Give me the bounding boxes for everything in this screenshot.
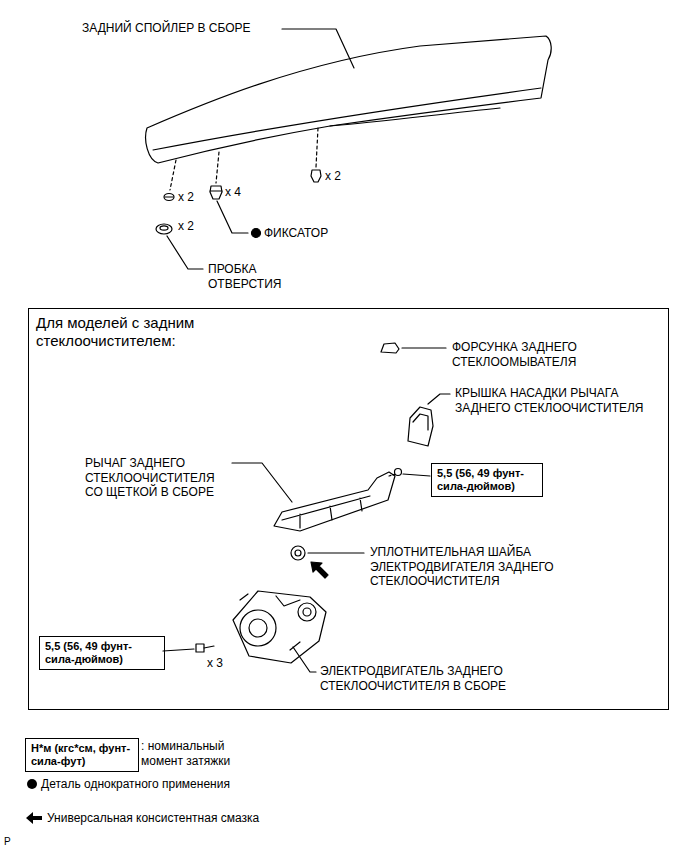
quantity-label: x 2 bbox=[325, 169, 341, 184]
clip bbox=[210, 186, 222, 199]
part-label: ЗАДНИЙ СПОЙЛЕР В СБОРЕ bbox=[82, 21, 251, 36]
grease-arrow bbox=[311, 562, 328, 578]
part-label: КРЫШКА НАСАДКИ РЫЧАГА ЗАДНЕГО СТЕКЛООЧИС… bbox=[455, 386, 645, 415]
clip bbox=[165, 196, 173, 197]
torque-box: 5,5 (56, 49 фунт-сила-дюймов) bbox=[431, 463, 543, 497]
wiper-motor bbox=[240, 610, 276, 646]
torque-value: 5,5 (56, 49 фунт-сила-дюймов) bbox=[437, 467, 537, 493]
single-use-swatch bbox=[25, 777, 41, 791]
leader-line bbox=[282, 29, 354, 68]
single-use-mark bbox=[252, 229, 261, 238]
wiper-motor bbox=[298, 603, 316, 621]
quantity-label: x 2 bbox=[178, 219, 194, 234]
dashed-line bbox=[170, 160, 176, 190]
dashed-line bbox=[216, 152, 219, 183]
part-label: РЫЧАГ ЗАДНЕГО СТЕКЛООЧИСТИТЕЛЯ СО ЩЕТКОЙ… bbox=[85, 456, 230, 500]
wiper-motor bbox=[240, 594, 300, 650]
spoiler-edge bbox=[153, 88, 541, 150]
wiper-motor bbox=[303, 608, 311, 616]
clip bbox=[164, 194, 174, 201]
section-heading: Для моделей с задним стеклоочистителем: bbox=[36, 314, 236, 350]
legend-entry: : номинальный момент затяжки bbox=[141, 739, 251, 768]
arm-cap bbox=[408, 407, 433, 446]
part-label: ЭЛЕКТРОДВИГАТЕЛЬ ЗАДНЕГО СТЕКЛООЧИСТИТЕЛ… bbox=[320, 664, 585, 693]
clip bbox=[210, 190, 222, 191]
hole-plug bbox=[160, 226, 168, 230]
leader-line bbox=[308, 552, 364, 553]
hole-plug bbox=[156, 224, 172, 234]
clip bbox=[311, 170, 321, 182]
grease-swatch bbox=[26, 812, 42, 824]
quantity-label: x 4 bbox=[225, 185, 241, 200]
seal-washer bbox=[291, 546, 305, 560]
leader-line bbox=[402, 347, 446, 348]
leader-line bbox=[217, 201, 248, 233]
torque-value: Н*м (кгс*см, фунт-сила-фут) bbox=[31, 742, 133, 768]
leader-line bbox=[167, 236, 203, 269]
legend-text: : номинальный момент затяжки bbox=[141, 739, 251, 768]
leader-line bbox=[293, 647, 316, 672]
leader-line bbox=[428, 394, 450, 404]
nut bbox=[395, 469, 402, 476]
bolt bbox=[204, 646, 214, 648]
seal-washer bbox=[295, 550, 301, 556]
legend-text: Деталь однократного применения bbox=[41, 777, 230, 792]
torque-box: 5,5 (56, 49 фунт-сила-дюймов) bbox=[39, 636, 165, 670]
figure-code: P bbox=[4, 836, 11, 848]
grease-swatch bbox=[25, 811, 47, 825]
single-use-swatch bbox=[27, 779, 37, 789]
quantity-label: x 3 bbox=[207, 656, 223, 671]
spoiler-edge bbox=[330, 108, 500, 126]
legend-entry: Универсальная консистентная смазка bbox=[25, 811, 259, 826]
legend-box: Н*м (кгс*см, фунт-сила-фут) bbox=[25, 738, 139, 772]
part-label: ФИКСАТОР bbox=[264, 226, 328, 241]
quantity-label: x 2 bbox=[178, 190, 194, 205]
part-label: ПРОБКА ОТВЕРСТИЯ bbox=[208, 262, 308, 291]
arm-cap bbox=[413, 414, 428, 430]
legend-text: Универсальная консистентная смазка bbox=[47, 811, 259, 826]
part-label: УПЛОТНИТЕЛЬНАЯ ШАЙБА ЭЛЕКТРОДВИГАТЕЛЯ ЗА… bbox=[370, 545, 655, 589]
legend-entry: Деталь однократного применения bbox=[25, 777, 230, 792]
wiper-motor bbox=[249, 619, 267, 637]
washer-nozzle bbox=[381, 343, 399, 353]
leader-line bbox=[232, 463, 292, 502]
wiper-motor bbox=[233, 591, 326, 663]
dashed-line bbox=[316, 128, 318, 167]
part-label: ФОРСУНКА ЗАДНЕГО СТЕКЛООМЫВАТЕЛЯ bbox=[452, 340, 617, 369]
leader-line bbox=[163, 649, 194, 651]
torque-value: 5,5 (56, 49 фунт-сила-дюймов) bbox=[45, 640, 159, 666]
dashed-line bbox=[389, 474, 396, 476]
wiper-arm bbox=[282, 496, 370, 528]
leader-line bbox=[403, 474, 430, 476]
bolt bbox=[196, 644, 204, 652]
